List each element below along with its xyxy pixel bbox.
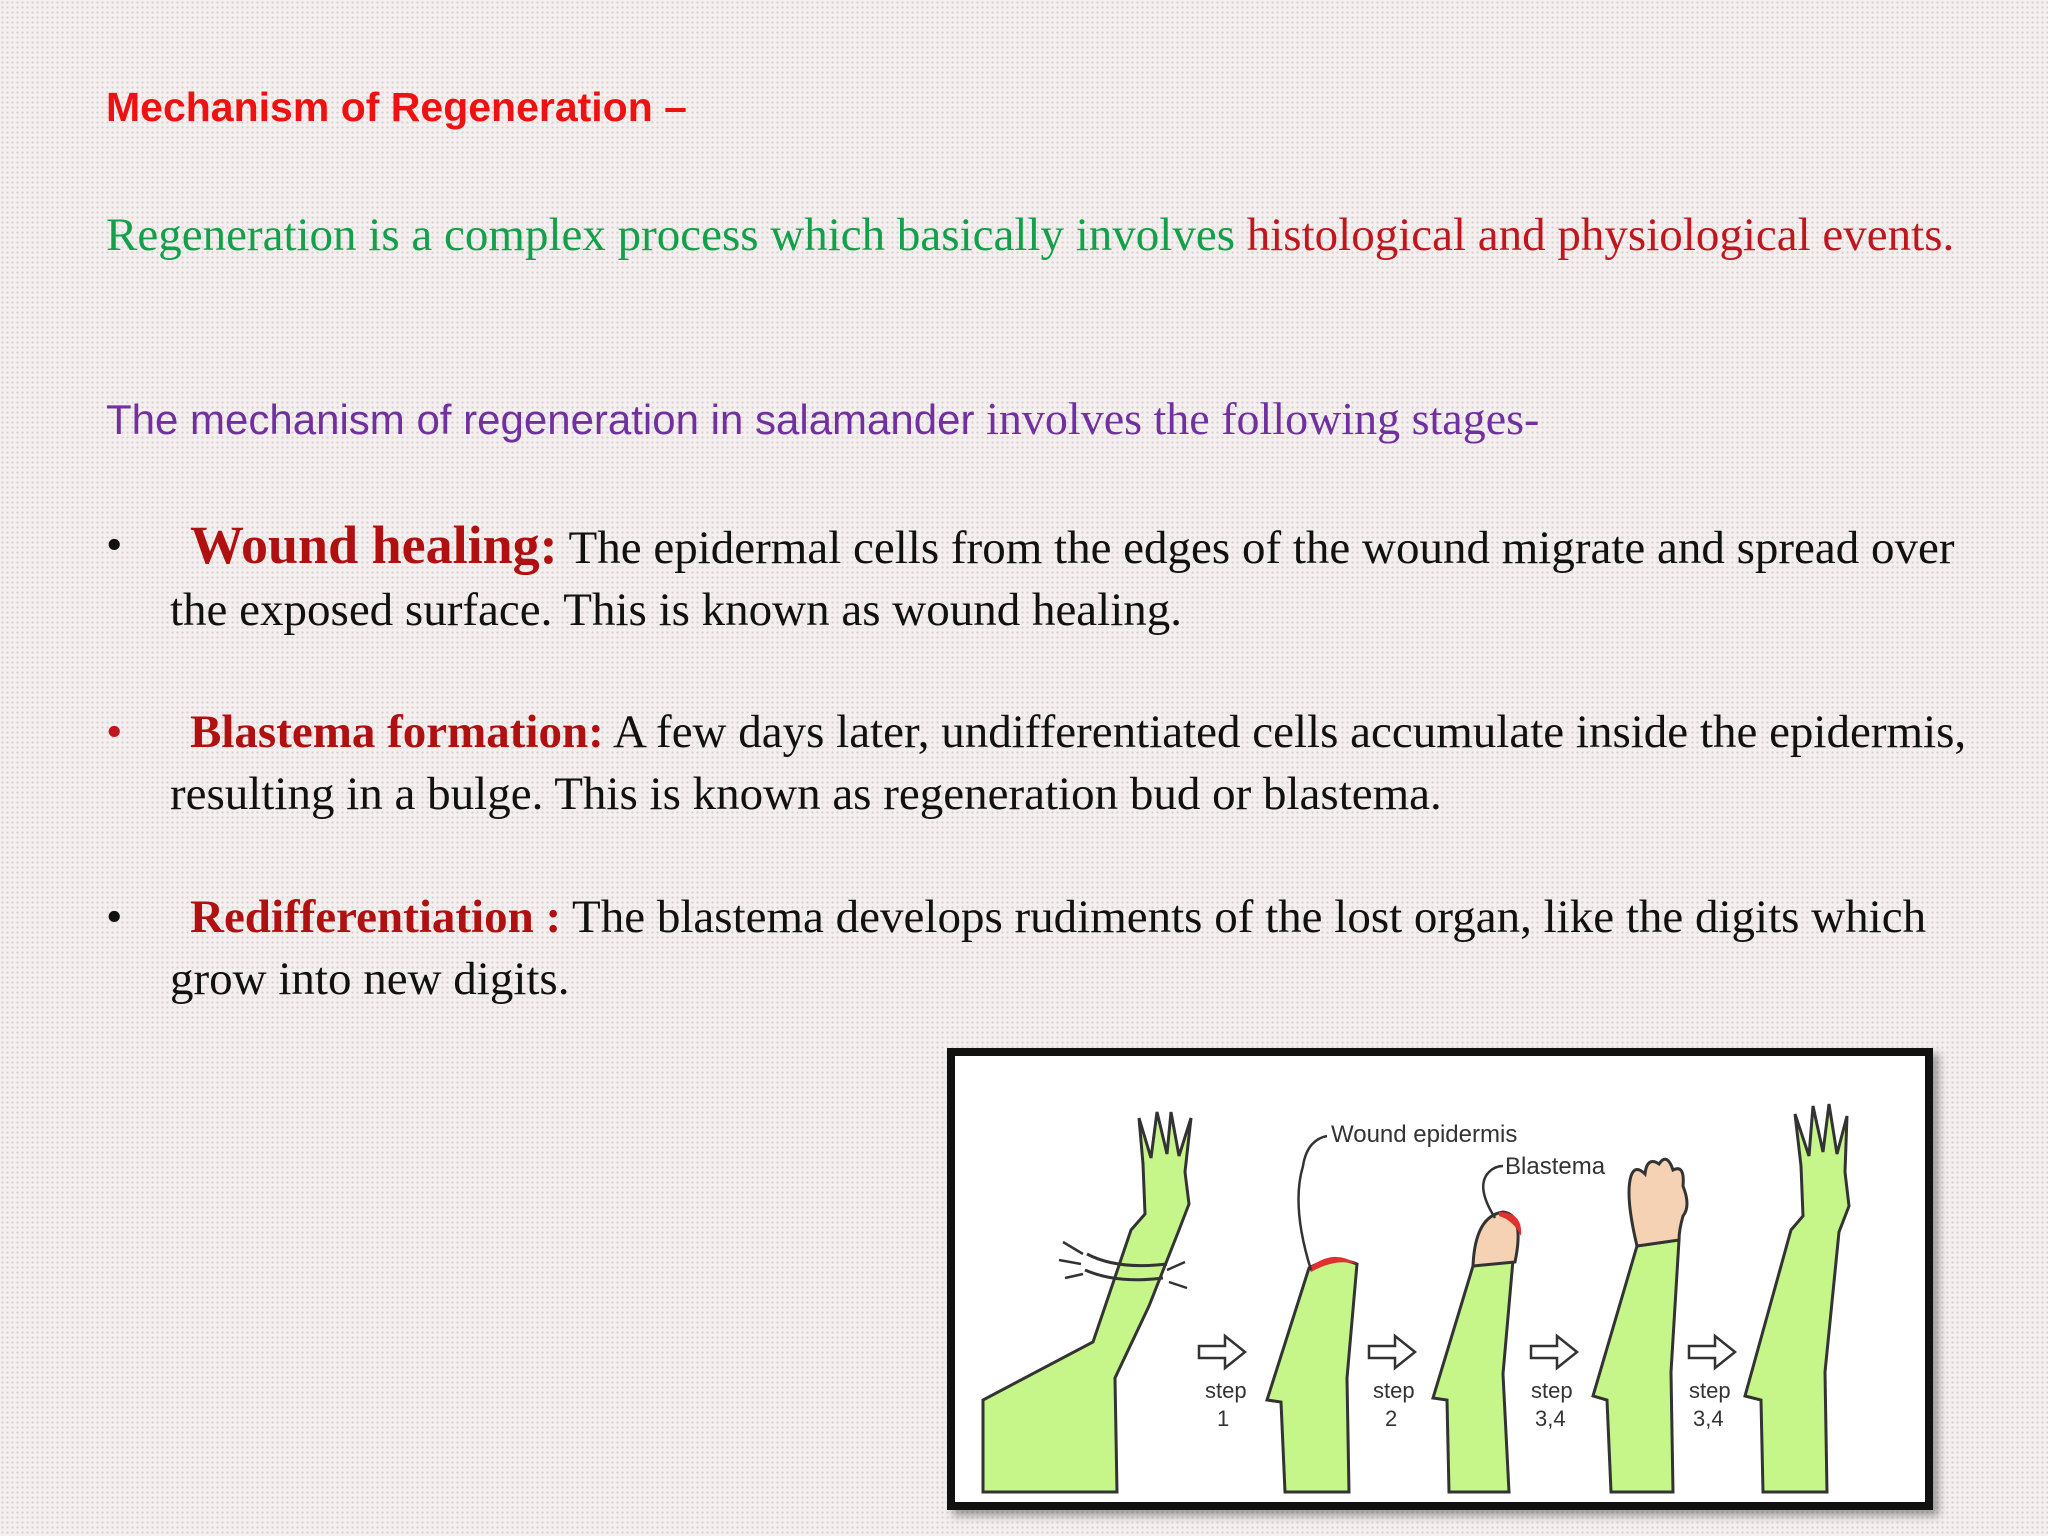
amputation-band <box>1084 1268 1164 1282</box>
bullet-dot: • <box>106 519 123 571</box>
regeneration-diagram: Wound epidermis Blastema step 1 step 2 s… <box>981 1103 1851 1494</box>
step-arrow-3: step 3,4 <box>1529 1333 1580 1431</box>
stages-intro: The mechanism of regeneration in salaman… <box>106 392 1539 445</box>
bullet-dot: • <box>106 706 123 758</box>
step-number: 1 <box>1217 1406 1229 1431</box>
arm-with-blastema <box>1431 1258 1515 1494</box>
step-number: 2 <box>1385 1406 1397 1431</box>
step-arrow-2: step 2 <box>1367 1333 1418 1431</box>
intro-green-text: Regeneration is a complex process which … <box>106 209 1247 261</box>
step-arrow-1: step 1 <box>1197 1333 1248 1431</box>
bullet-blastema-formation: • Blastema formation: A few days later, … <box>106 701 2006 825</box>
wound-epidermis-label: Wound epidermis <box>1331 1121 1517 1148</box>
step-number: 3,4 <box>1535 1406 1566 1431</box>
intro-paragraph: Regeneration is a complex process which … <box>106 205 2006 265</box>
blastema-edge <box>1499 1212 1522 1236</box>
full-arm-before <box>981 1111 1193 1494</box>
intro-maroon-text: histological and physiological events. <box>1246 209 1955 261</box>
bullet-text: A few days later, undifferentiated cells… <box>170 706 1967 820</box>
regenerated-arm <box>1743 1103 1851 1494</box>
bullet-term: Wound healing: <box>190 515 558 575</box>
bullet-wound-healing: • Wound healing: The epidermal cells fro… <box>106 514 2006 641</box>
stump-wound-epidermis <box>1265 1258 1359 1494</box>
arm-redifferentiation <box>1591 1238 1681 1494</box>
step-word: step <box>1689 1378 1731 1403</box>
regeneration-figure: Wound epidermis Blastema step 1 step 2 s… <box>947 1048 1933 1510</box>
bullet-redifferentiation: • Redifferentiation : The blastema devel… <box>106 886 2006 1010</box>
blastema-label: Blastema <box>1505 1153 1606 1180</box>
step-word: step <box>1205 1378 1247 1403</box>
blastema-pointer <box>1482 1164 1504 1219</box>
wound-epidermis-cap <box>1309 1256 1357 1272</box>
bullet-term: Redifferentiation : <box>190 891 562 943</box>
stages-intro-part2: involves the following stages- <box>986 393 1540 444</box>
step-arrow-4: step 3,4 <box>1687 1333 1738 1431</box>
bullet-term: Blastema formation: <box>190 706 604 758</box>
slide-title: Mechanism of Regeneration – <box>106 84 687 130</box>
step-word: step <box>1531 1378 1573 1403</box>
amputation-band <box>1086 1252 1168 1268</box>
stages-intro-part1: The mechanism of regeneration in salaman… <box>106 396 987 443</box>
bullet-text: The epidermal cells from the edges of th… <box>170 522 1955 636</box>
bullet-dot: • <box>106 891 123 943</box>
step-number: 3,4 <box>1693 1406 1724 1431</box>
wound-epidermis-pointer <box>1297 1134 1328 1271</box>
digit-rudiments <box>1627 1157 1689 1248</box>
cut-mark <box>1058 1240 1188 1290</box>
bullet-text: The blastema develops rudiments of the l… <box>170 891 1927 1005</box>
blastema-bud <box>1471 1210 1520 1268</box>
step-word: step <box>1373 1378 1415 1403</box>
